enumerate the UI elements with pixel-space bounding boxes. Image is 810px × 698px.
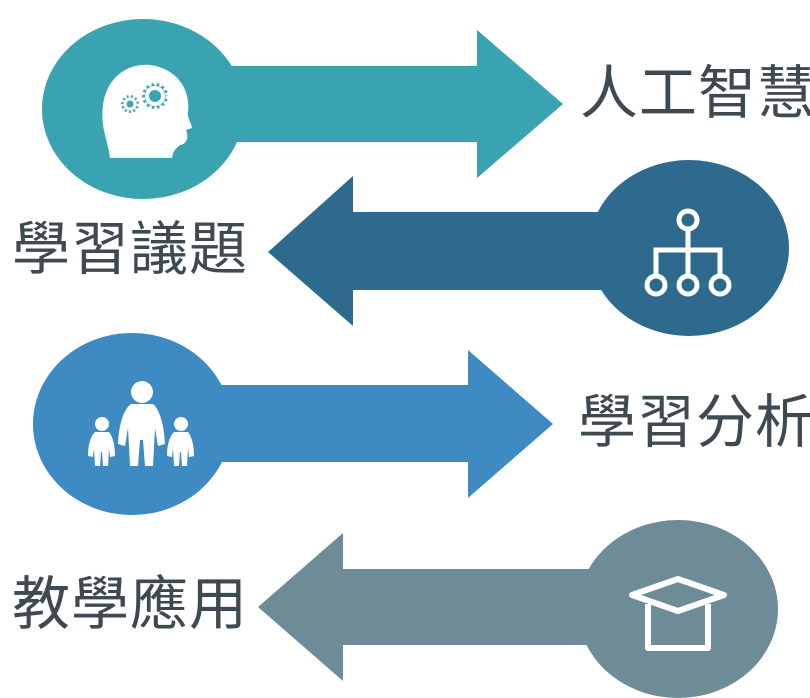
arrow-item-2 — [268, 160, 789, 336]
arrow-right-3 — [220, 350, 553, 498]
arrow-right-1 — [230, 30, 563, 178]
arrow-item-1 — [42, 19, 563, 199]
brain-gears-icon — [102, 64, 192, 158]
graduation-cap-icon — [629, 576, 727, 651]
arrow-item-4 — [258, 520, 778, 698]
family-icon — [88, 381, 194, 466]
label-item-1: 人工智慧 — [580, 59, 810, 127]
hierarchy-icon — [644, 208, 732, 297]
label-item-4: 教學應用 — [12, 570, 249, 638]
label-item-2: 學習議題 — [12, 215, 249, 283]
label-item-3: 學習分析 — [578, 388, 810, 456]
arrow-item-3 — [33, 333, 553, 515]
arrow-left-4 — [258, 533, 620, 681]
arrow-left-2 — [268, 176, 620, 326]
